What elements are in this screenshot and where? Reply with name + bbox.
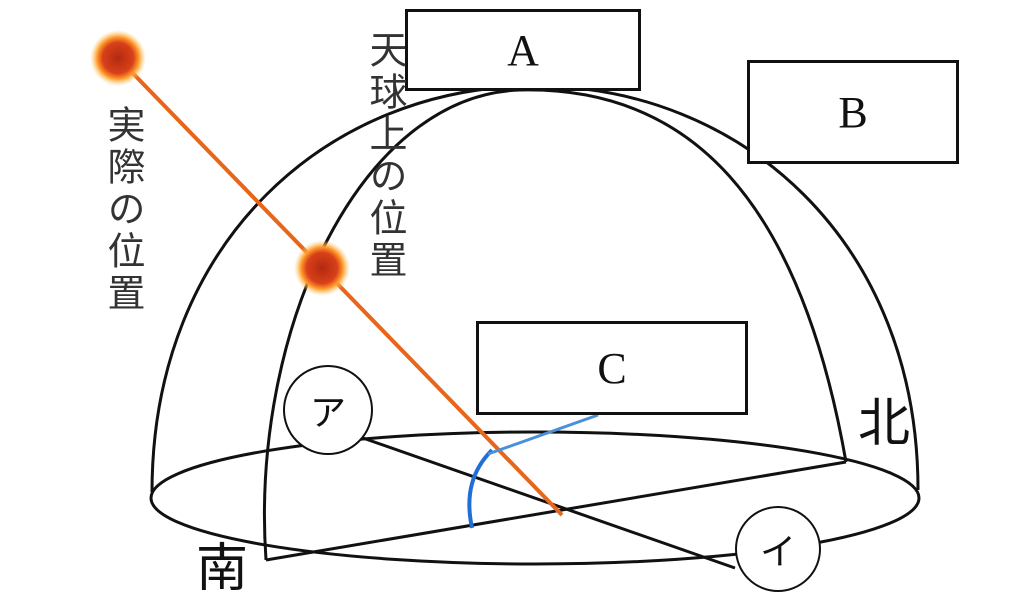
- label-box-c: C: [476, 321, 748, 415]
- point-a-text: ア: [309, 393, 346, 434]
- box-a-text: A: [507, 25, 539, 75]
- south-label: 南: [196, 539, 249, 599]
- label-box-b: B: [747, 60, 959, 164]
- sun-actual-icon: [90, 30, 146, 86]
- label-box-a: A: [405, 9, 641, 91]
- altitude-pointer-line: [487, 413, 599, 456]
- actual-position-label: 実際の位置: [101, 105, 145, 315]
- point-i-marker: イ: [735, 506, 821, 592]
- altitude-angle-arc: [467, 448, 494, 529]
- horizon-ellipse: [149, 430, 921, 566]
- point-i-text: イ: [759, 532, 796, 573]
- celestial-position-label: 天球上の位置: [363, 30, 407, 282]
- point-a-marker: ア: [283, 365, 373, 455]
- box-b-text: B: [838, 87, 868, 137]
- sun-celestial-icon: [294, 240, 350, 296]
- box-c-text: C: [597, 343, 627, 393]
- north-label: 北: [858, 394, 911, 454]
